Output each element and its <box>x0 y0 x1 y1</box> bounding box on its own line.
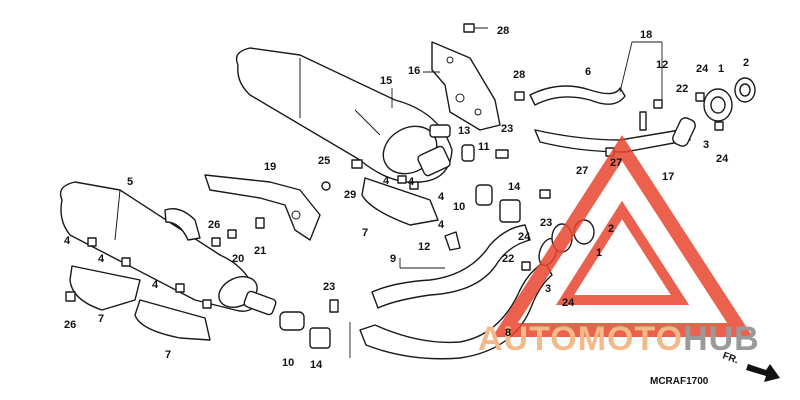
callout-label: 26 <box>208 219 220 231</box>
callout-label: 23 <box>501 123 513 135</box>
callout-label: 29 <box>344 189 356 201</box>
callout-label: 28 <box>513 69 525 81</box>
callout-label: 7 <box>98 313 104 325</box>
front-arrow-icon <box>746 364 780 382</box>
callout-label: 1 <box>718 63 724 75</box>
callout-label: 27 <box>576 165 588 177</box>
callout-label: 2 <box>743 57 749 69</box>
callout-label: 3 <box>545 283 551 295</box>
callout-label: 8 <box>505 327 511 339</box>
callout-label: 23 <box>540 217 552 229</box>
callout-label: 22 <box>676 83 688 95</box>
callout-label: 14 <box>508 181 521 193</box>
heat-shield-7-mid <box>134 299 211 341</box>
callout-label: 19 <box>264 161 276 173</box>
heat-shield-bracket <box>431 41 501 131</box>
callout-label: 9 <box>390 253 396 265</box>
callout-label: 24 <box>696 63 709 75</box>
callout-label: 6 <box>585 66 591 78</box>
callout-label: 11 <box>478 141 490 153</box>
callout-labels: 28 16 28 18 12 6 2 1 24 22 15 13 23 11 3… <box>64 25 749 371</box>
callout-label: 18 <box>640 29 652 41</box>
callout-label: 10 <box>453 201 465 213</box>
callout-label: 7 <box>362 227 368 239</box>
callout-label: 23 <box>323 281 335 293</box>
callout-label: 22 <box>502 253 514 265</box>
callout-label: 10 <box>282 357 294 369</box>
upper-muffler <box>235 47 453 184</box>
callout-label: 17 <box>662 171 674 183</box>
front-direction-marker: FR. <box>721 350 780 382</box>
heat-shield-7-upper <box>361 177 439 226</box>
exhaust-pipe-17 <box>534 117 696 153</box>
callout-label: 12 <box>656 59 668 71</box>
callout-label: 13 <box>458 125 470 137</box>
bolt-28-top <box>463 23 488 33</box>
exhaust-pipe-6 <box>529 85 626 106</box>
callout-label: 5 <box>127 176 133 188</box>
callout-label: 7 <box>165 349 171 361</box>
callout-label: 24 <box>716 153 729 165</box>
callout-label: 25 <box>318 155 330 167</box>
watermark-brand-part1: AUTOMOTO <box>478 320 683 358</box>
callout-label: 26 <box>64 319 76 331</box>
watermark-logo: AUTOMOTOHUB <box>478 135 760 358</box>
callout-label: 24 <box>518 231 531 243</box>
callout-label: 4 <box>438 191 445 203</box>
front-marker-label: FR. <box>721 350 740 366</box>
callout-label: 4 <box>64 235 71 247</box>
leader-lines <box>349 41 663 358</box>
callout-label: 3 <box>703 139 709 151</box>
callout-label: 4 <box>408 176 415 188</box>
callout-label: 4 <box>152 279 159 291</box>
callout-label: 20 <box>232 253 244 265</box>
callout-label: 27 <box>610 157 622 169</box>
callout-label: 4 <box>383 175 390 187</box>
bracket-19 <box>204 174 321 241</box>
callout-label: 16 <box>408 65 420 77</box>
callout-label: 28 <box>497 25 509 37</box>
lower-muffler <box>59 181 277 316</box>
callout-label: 15 <box>380 75 392 87</box>
callout-label: 4 <box>438 219 445 231</box>
callout-label: 14 <box>310 359 323 371</box>
callout-label: 24 <box>562 297 575 309</box>
heat-shield-7-left <box>69 265 141 311</box>
watermark-text: AUTOMOTOHUB <box>478 320 760 358</box>
callout-label: 12 <box>418 241 430 253</box>
watermark-brand-part2: HUB <box>683 320 760 358</box>
bolt-28-mid <box>514 91 525 101</box>
callout-label: 21 <box>254 245 266 257</box>
callout-label: 2 <box>608 223 614 235</box>
flange-joint-upper <box>695 77 756 131</box>
diagram-code: MCRAF1700 <box>650 376 709 387</box>
callout-label: 1 <box>596 247 602 259</box>
callout-label: 4 <box>98 253 105 265</box>
